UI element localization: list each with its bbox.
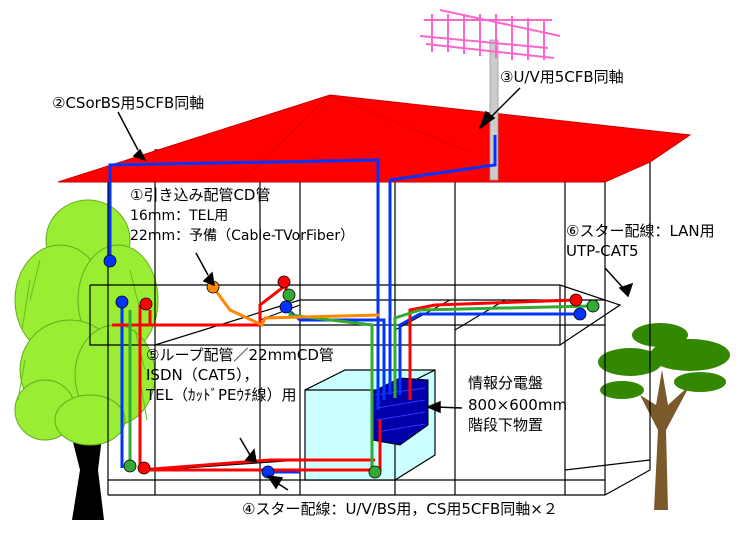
label-star-av: ④スター配線：U/V/BS用，CS用5CFB同軸×２ [242, 500, 558, 518]
label-loop-title: ⑤ループ配管／22mmCD管 [146, 346, 334, 364]
label-conduit-title: ①引き込み配管CD管 [130, 186, 270, 204]
label-panel-title: 情報分電盤 [468, 374, 543, 392]
callout-arrows [117, 87, 634, 491]
label-panel-size: 800×600mm [468, 396, 567, 414]
label-star-lan: ⑥スター配線：LAN用 [566, 222, 715, 240]
house-frame [89, 149, 651, 496]
antenna [419, 9, 561, 181]
label-loop-isdn: ISDN（CAT5）， [146, 366, 259, 384]
roof [57, 94, 692, 183]
label-loop-tel: TEL（ｶｯﾄﾞPEｳﾁ線）用 [145, 386, 297, 404]
label-cs-bs-coax: ②CSorBS用5CFB同軸 [52, 94, 204, 112]
label-conduit-16mm: 16mm：TEL用 [130, 208, 228, 224]
label-star-lan-cable: UTP-CAT5 [566, 242, 639, 260]
label-panel-location: 階段下物置 [468, 416, 543, 434]
label-uv-coax: ③U/V用5CFB同軸 [500, 68, 624, 86]
information-panel [304, 369, 436, 481]
left-tree [14, 199, 159, 520]
right-tree [598, 323, 730, 510]
label-conduit-22mm: 22mm：予備（Cable-TVorFiber） [130, 228, 354, 244]
